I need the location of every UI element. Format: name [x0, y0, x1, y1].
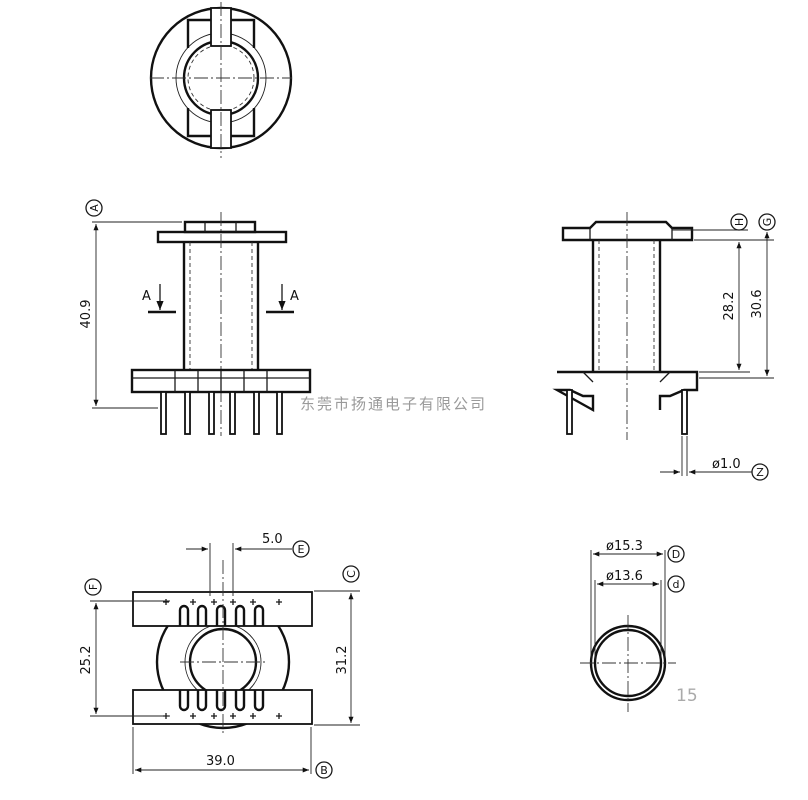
balloon-a: A: [88, 204, 101, 212]
dim-pin-dia: ø1.0: [712, 457, 741, 472]
section-label-right: A: [290, 289, 299, 304]
balloon-c: C: [345, 570, 358, 578]
front-pins: [160, 370, 283, 435]
balloons: A H G Z E F C B D d: [84, 199, 776, 779]
dim-31-2: 31.2: [335, 646, 350, 675]
watermark: 东莞市扬通电子有限公司: [300, 395, 487, 413]
top-view: [149, 2, 293, 158]
balloon-g: G: [761, 218, 774, 227]
front-view: A A 40.9: [79, 212, 312, 436]
side-view: 28.2 30.6 ø1.0: [552, 212, 774, 476]
balloon-d-upper: D: [672, 548, 680, 561]
dim-outer-dia: ø15.3: [606, 539, 643, 554]
dim-39-0: 39.0: [206, 754, 235, 769]
dim-30-6: 30.6: [750, 290, 765, 319]
dim-25-2: 25.2: [79, 646, 94, 675]
dim-inner-dia: ø13.6: [606, 569, 643, 584]
dim-28-2: 28.2: [722, 292, 737, 321]
balloon-h: H: [733, 218, 746, 226]
bottom-slots: [163, 599, 282, 719]
bottom-view: 5.0 25.2 31.2 39.0: [79, 532, 360, 774]
balloon-e: E: [298, 543, 305, 556]
balloon-f: F: [87, 584, 100, 590]
section-label-left: A: [142, 289, 151, 304]
section-view: ø15.3 ø13.6: [580, 539, 676, 712]
balloon-b: B: [320, 764, 328, 777]
balloon-d-lower: d: [673, 578, 680, 591]
balloon-z: Z: [756, 466, 764, 479]
dim-5-0: 5.0: [262, 532, 283, 547]
dim-40-9: 40.9: [79, 300, 94, 329]
page-number: 15: [676, 686, 698, 706]
